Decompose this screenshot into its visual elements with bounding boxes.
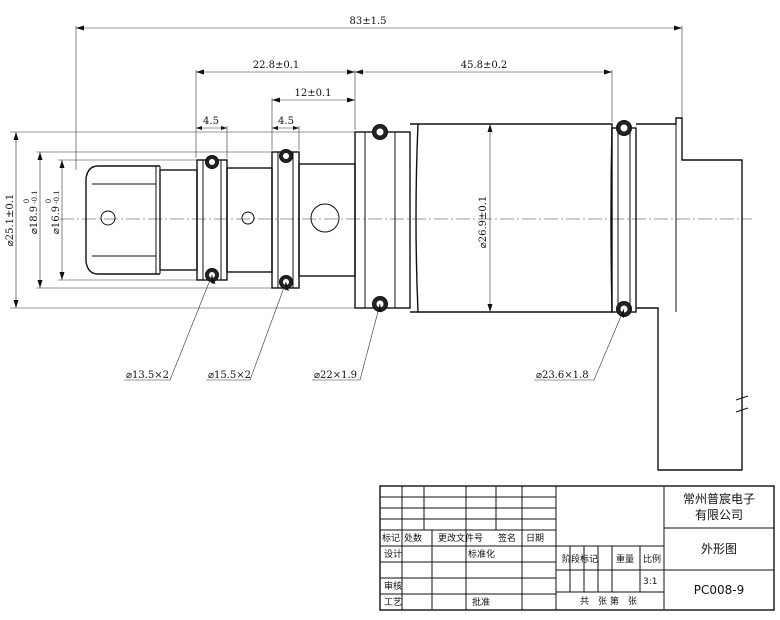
label-approve: 批准: [472, 596, 490, 608]
dim-12: 12±0.1: [294, 88, 331, 99]
dim-45-8: 45.8±0.2: [461, 60, 508, 71]
company-name-line2: 有限公司: [695, 508, 743, 522]
dim-dia-16-9-tol-upper: 0: [45, 199, 53, 203]
callout-oring-1: ⌀13.5×2: [126, 370, 169, 381]
drawing-number: PC008-9: [694, 583, 744, 597]
callout-oring-4: ⌀23.6×1.8: [536, 370, 589, 381]
dim-dia-18-9: ⌀18.9: [29, 206, 40, 234]
dim-22-8: 22.8±0.1: [253, 60, 300, 71]
dimension-labels: 83±1.5 22.8±0.1 45.8±0.2 12±0.1 4.5 4.5 …: [5, 16, 589, 381]
label-process: 工艺: [384, 597, 402, 608]
dim-overall-length: 83±1.5: [349, 16, 386, 27]
label-check: 审核: [384, 580, 402, 592]
dim-dia-25-1: ⌀25.1±0.1: [5, 194, 16, 247]
label-design: 设计: [384, 548, 402, 560]
dim-dia-16-9-tol-lower: -0.1: [53, 190, 61, 204]
main-body: [418, 123, 613, 313]
dim-dia-26-9: ⌀26.9±0.1: [478, 196, 489, 249]
vent-hole: [100, 210, 116, 226]
dim-groove-b: 4.5: [278, 116, 294, 127]
title-block: 常州普宸电子 有限公司 外形图 PC008-9 标记 处数 更改文件号 签名 日…: [379, 485, 775, 611]
company-name-line1: 常州普宸电子: [683, 491, 755, 506]
dim-dia-18-9-tol-lower: -0.1: [31, 190, 39, 204]
label-sign: 签名: [498, 532, 516, 544]
port-hole-small: [241, 211, 255, 225]
dim-dia-16-9: ⌀16.9: [51, 206, 62, 234]
label-change-doc: 更改文件号: [438, 532, 483, 544]
scale-value: 3:1: [643, 577, 657, 587]
label-mark: 标记: [382, 532, 400, 544]
part-name: 外形图: [701, 542, 737, 556]
mounting-bracket: [636, 117, 743, 471]
end-cap: [85, 165, 160, 275]
o-rings: [205, 120, 632, 317]
label-sheets: 共 张 第 张: [580, 595, 637, 607]
label-date: 日期: [526, 533, 544, 544]
label-stage-mark: 阶段标记: [562, 553, 598, 565]
label-weight: 重量: [616, 553, 634, 565]
label-standardize: 标准化: [468, 548, 495, 560]
callout-oring-3: ⌀22×1.9: [314, 370, 357, 381]
dim-groove-a: 4.5: [203, 116, 219, 127]
port-hole-large: [310, 203, 340, 233]
callout-oring-2: ⌀15.5×2: [208, 370, 251, 381]
dim-dia-18-9-tol-upper: 0: [23, 199, 31, 203]
dimension-lines: [10, 25, 683, 381]
label-ratio: 比例: [643, 553, 661, 565]
label-count: 处数: [404, 532, 422, 544]
part-outline: [60, 117, 752, 471]
